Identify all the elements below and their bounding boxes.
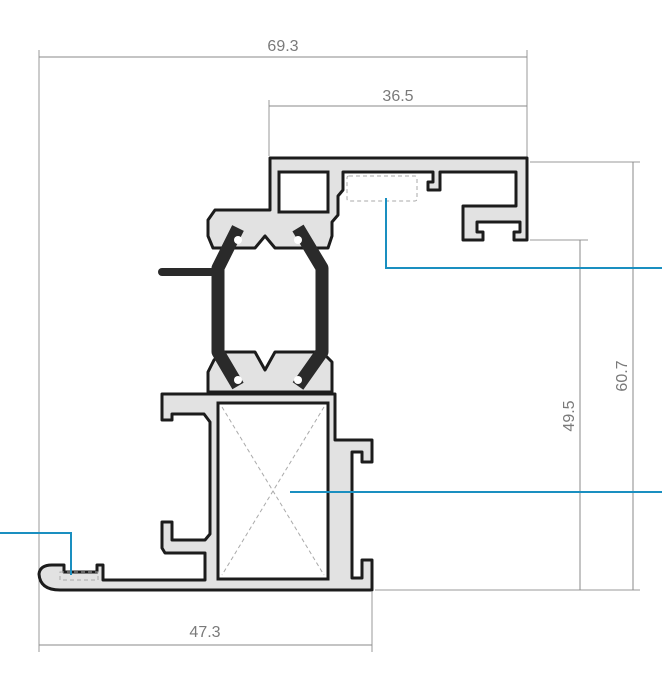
dimension-label: 36.5 — [382, 88, 413, 105]
strip-hole — [294, 376, 302, 384]
dimension-overall-width: 69.3 — [39, 38, 527, 58]
callout-line-bottom — [0, 532, 72, 575]
dimension-label: 60.7 — [614, 360, 631, 391]
gasket-outline — [59, 571, 99, 581]
dimension-inner-height: 49.5 — [561, 240, 581, 590]
top-hollow-chamber — [277, 170, 330, 214]
gasket-outline — [346, 175, 418, 202]
dimension-top-width: 36.5 — [269, 88, 527, 107]
dimension-overall-height: 60.7 — [614, 162, 634, 590]
callout-line-top — [385, 198, 662, 269]
strip-hole — [294, 236, 302, 244]
dimension-label: 47.3 — [189, 624, 220, 641]
dimension-bottom-width: 47.3 — [39, 624, 372, 646]
dimension-label: 69.3 — [267, 38, 298, 55]
dimension-label: 49.5 — [561, 400, 578, 431]
top-frame-profile — [206, 156, 529, 250]
strip-hole — [234, 376, 242, 384]
thermal-break-strips — [158, 224, 329, 390]
extension-lines — [38, 50, 640, 652]
strip-hole — [234, 236, 242, 244]
glazing-cross — [221, 406, 325, 576]
